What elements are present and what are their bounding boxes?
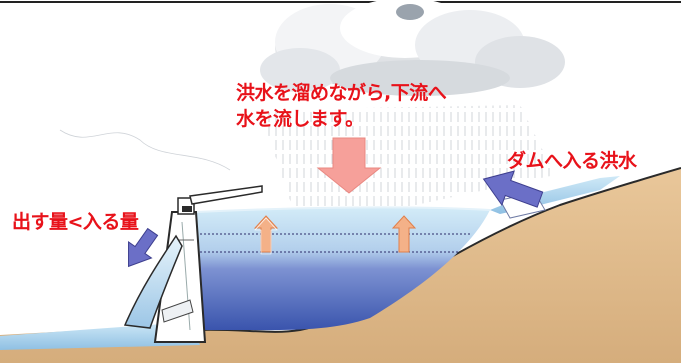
caption-line-1: 洪水を溜めながら,下流へ <box>236 82 447 104</box>
reservoir-surface <box>195 206 491 213</box>
inflow-arrow <box>482 170 544 208</box>
caption-line-2: 水を流します。 <box>236 108 364 130</box>
rain <box>260 105 555 230</box>
distant-mountain-outline <box>59 129 231 171</box>
water-rise-arrow <box>391 215 417 253</box>
downstream-river <box>0 322 200 350</box>
dam <box>153 185 263 343</box>
outflow-water <box>123 234 183 329</box>
caption: 洪水を溜めながら,下流へ 水を流します。 <box>236 80 447 132</box>
cloud <box>260 0 565 96</box>
spillway-gate <box>182 206 192 212</box>
dam-crane <box>189 185 263 205</box>
rain-arrow <box>316 137 382 194</box>
water-rise-arrow <box>253 215 279 255</box>
outflow-arrow <box>128 227 159 268</box>
ground <box>0 168 681 363</box>
outflow-label: 出す量<入る量 <box>12 211 139 233</box>
inflow-label: ダムへ入る洪水 <box>507 150 637 172</box>
